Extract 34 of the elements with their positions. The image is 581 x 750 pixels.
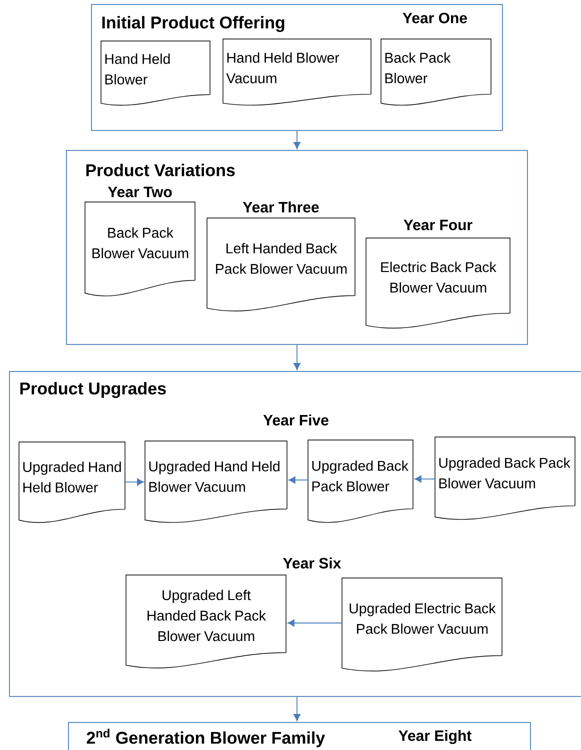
panel — [9, 371, 581, 697]
panel — [66, 150, 528, 345]
arrow — [293, 130, 301, 150]
year-label: Year Six — [283, 558, 342, 568]
year-label: Year Eight — [398, 730, 472, 744]
document-shape: Hand Held Blower Vacuum — [222, 38, 372, 106]
arrow — [287, 619, 342, 627]
panel-heading: 2$^{nd}$ Generation Blower Family — [86, 728, 326, 748]
panel-heading: Product Variations — [86, 164, 235, 176]
year-label: Year One — [402, 12, 467, 24]
document-shape: Left Handed Back Pack Blower Vacuum — [206, 218, 356, 312]
arrow — [293, 344, 301, 370]
document-shape: Hand Held Blower — [100, 40, 210, 106]
document-shape: Upgraded Hand Held Blower — [18, 442, 126, 523]
year-label: Year Four — [404, 220, 472, 230]
year-label: Year Five — [263, 414, 328, 426]
document-shape: Electric Back Pack Blower Vacuum — [366, 238, 510, 328]
panel-heading: Product Upgrades — [20, 382, 166, 398]
document-shape: Upgraded Back Pack Blower — [308, 440, 414, 523]
document-shape: Upgraded Hand Held Blower Vacuum — [144, 440, 288, 523]
arrow — [414, 475, 436, 483]
document-shape: Upgraded Left Handed Back Pack Blower Vacuum — [126, 574, 286, 668]
arrow — [288, 476, 308, 484]
document-shape: Upgraded Electric Back Pack Blower Vacuum — [342, 578, 502, 672]
document-shape: Back Pack Blower — [380, 38, 492, 106]
panel — [68, 722, 531, 750]
year-label: Year Two — [108, 186, 172, 198]
panel — [91, 4, 503, 131]
year-label: Year Three — [242, 202, 319, 212]
arrow — [293, 696, 301, 722]
document-shape: Back Pack Blower Vacuum — [84, 202, 196, 296]
arrow — [124, 478, 144, 486]
document-shape: Upgraded Back Pack Blower Vacuum — [434, 436, 576, 520]
panel-heading: Initial Product Offering — [102, 16, 284, 32]
